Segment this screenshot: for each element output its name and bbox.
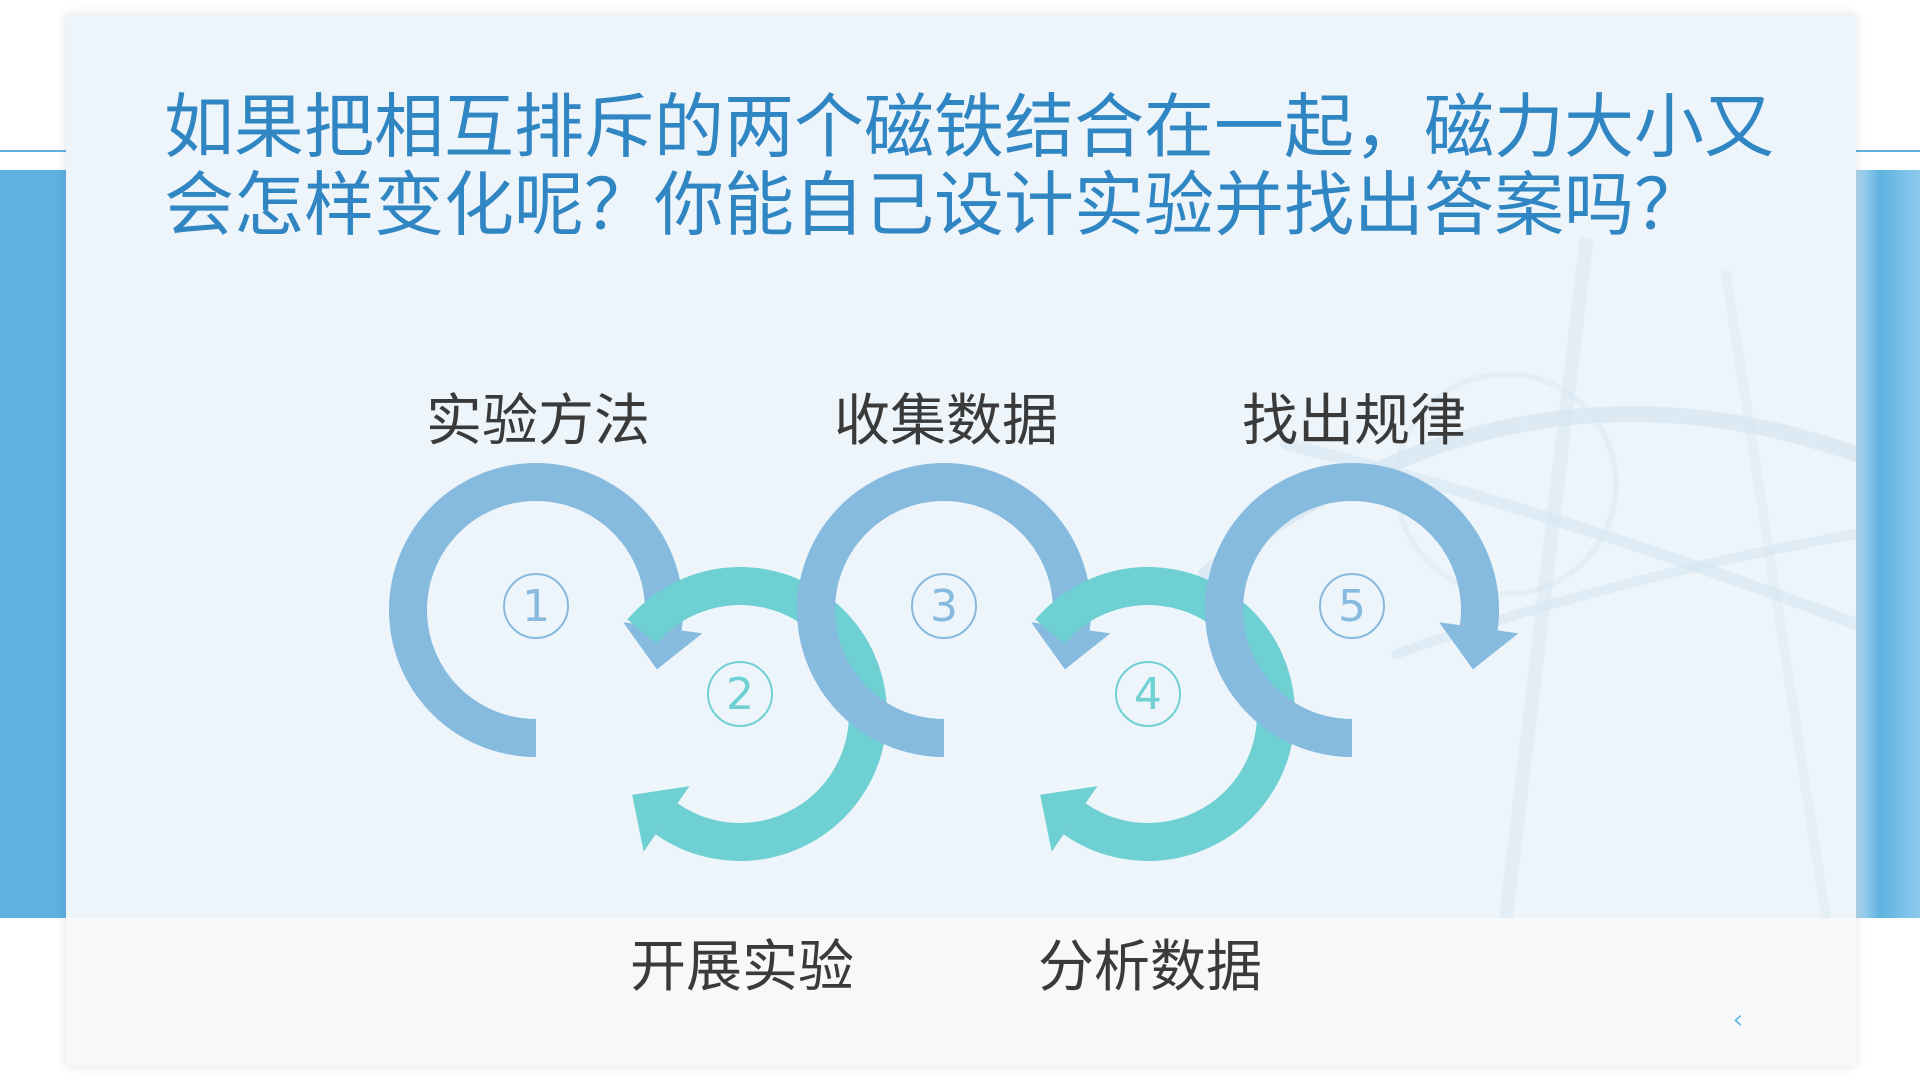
left-accent-line (0, 150, 66, 152)
step-1-badge (503, 573, 569, 639)
step-4-badge (1115, 661, 1181, 727)
step-4-label: 分析数据 (1038, 935, 1262, 1000)
step-2-label: 开展实验 (630, 935, 854, 1000)
step-4-number: 4 (1134, 669, 1162, 720)
arrow-4-head (1040, 786, 1098, 852)
right-accent-line (1854, 150, 1920, 152)
step-2-number: 2 (726, 669, 754, 720)
step-2-badge (707, 661, 773, 727)
arrow-5-head (1439, 622, 1519, 670)
step-1-number: 1 (522, 581, 550, 632)
slide: 如果把相互排斥的两个磁铁结合在一起，磁力大小又会怎样变化呢？你能自己设计实验并找… (66, 14, 1856, 1066)
step-3-number: 3 (930, 581, 958, 632)
chevron-left-icon[interactable]: ‹ (1732, 1005, 1744, 1035)
arrow-3-head (1031, 622, 1111, 670)
step-5-badge (1319, 573, 1385, 639)
left-accent-band (0, 170, 66, 918)
arrow-2-head (632, 786, 690, 852)
step-1-label: 实验方法 (426, 389, 650, 454)
step-5-number: 5 (1338, 581, 1366, 632)
arrow-1-head (623, 622, 703, 670)
step-5-label: 找出规律 (1242, 389, 1466, 454)
right-accent-band (1854, 170, 1920, 918)
slide-bottom-band (66, 918, 1856, 1066)
page-title: 如果把相互排斥的两个磁铁结合在一起，磁力大小又会怎样变化呢？你能自己设计实验并找… (164, 86, 1774, 246)
step-3-badge (911, 573, 977, 639)
step-3-label: 收集数据 (834, 389, 1058, 454)
process-arrows-diagram: 1 2 3 4 5 (388, 462, 1519, 861)
